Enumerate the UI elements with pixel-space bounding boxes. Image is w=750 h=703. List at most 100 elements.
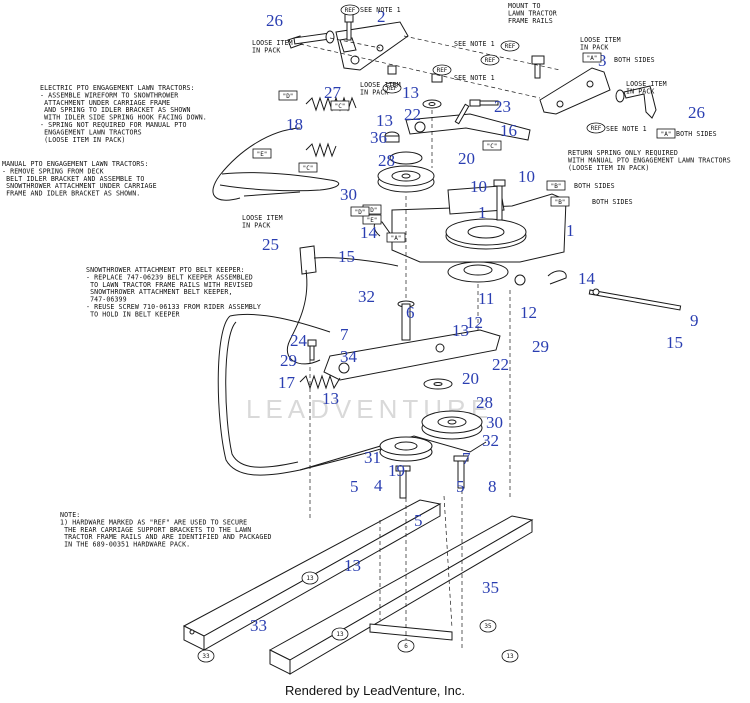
note-see-note-1a: SEE NOTE 1 <box>360 6 401 14</box>
tag-tk: "C" <box>482 140 502 151</box>
callout-10: 10 <box>518 167 535 186</box>
tag-ta: "A" <box>582 52 602 63</box>
callout-7: 7 <box>462 449 471 468</box>
note-electric-pto: ELECTRIC PTO ENGAGEMENT LAWN TRACTORS:- … <box>40 84 207 144</box>
note-both-sides-a2: BOTH SIDES <box>574 182 615 190</box>
callout-10: 10 <box>470 177 487 196</box>
idler-arm-16 <box>405 103 531 141</box>
note-manual-pto: MANUAL PTO ENGAGEMENT LAWN TRACTORS:- RE… <box>2 160 157 198</box>
note-both-sides-b: BOTH SIDES <box>614 56 655 64</box>
svg-text:"C": "C" <box>303 165 314 172</box>
callout-22: 22 <box>404 105 421 124</box>
callout-32: 32 <box>482 431 499 450</box>
svg-text:REF: REF <box>505 43 516 50</box>
tag-tp: 6 <box>397 639 415 653</box>
note-see-note-1b: SEE NOTE 1 <box>454 40 495 48</box>
callout-28: 28 <box>476 393 493 412</box>
cable-25 <box>286 245 399 365</box>
callout-13: 13 <box>344 556 361 575</box>
callout-35: 35 <box>482 578 499 597</box>
idler-bracket-34 <box>323 300 501 381</box>
svg-text:"C": "C" <box>487 143 498 150</box>
tag-tj: "E" <box>362 214 382 225</box>
pin-10 <box>493 179 506 221</box>
svg-text:13: 13 <box>306 575 314 582</box>
bracket-3 <box>531 55 611 115</box>
callout-5: 5 <box>456 477 465 496</box>
callout-3: 3 <box>598 51 607 70</box>
mount-bracket-1 <box>391 185 567 286</box>
callout-22: 22 <box>492 355 509 374</box>
tag-tl: "D" <box>350 206 370 217</box>
svg-text:REF: REF <box>437 67 448 74</box>
tag-t1: REF <box>340 4 360 16</box>
svg-text:REF: REF <box>485 57 496 64</box>
callout-26: 26 <box>688 103 705 122</box>
callout-1: 1 <box>478 203 487 222</box>
callout-14: 14 <box>360 223 378 242</box>
exploded-view: LEADVENTURE <box>182 13 682 675</box>
tag-ts: 33 <box>197 649 215 663</box>
callout-13: 13 <box>376 111 393 130</box>
tag-tf: "C" <box>330 100 350 111</box>
callout-12: 12 <box>520 303 537 322</box>
plate-35 <box>369 623 453 641</box>
bracket-2 <box>335 21 409 71</box>
svg-text:"A": "A" <box>587 55 598 62</box>
tag-ti: "C" <box>298 162 318 173</box>
svg-text:13: 13 <box>336 631 344 638</box>
pulley-31 <box>379 436 433 462</box>
callout-30: 30 <box>340 185 357 204</box>
tag-t2: REF <box>500 40 520 52</box>
tag-tg: "E" <box>252 148 272 159</box>
tag-t5: REF <box>586 122 606 134</box>
svg-text:"A": "A" <box>661 131 672 138</box>
callout-6: 6 <box>406 303 415 322</box>
pulley-30-lower <box>421 410 483 440</box>
callout-15: 15 <box>666 333 683 352</box>
tag-to: 13 <box>331 627 349 641</box>
callout-34: 34 <box>340 347 358 366</box>
svg-text:"D": "D" <box>355 209 366 216</box>
note-belt-keeper: SNOWTHROWER ATTACHMENT PTO BELT KEEPER:-… <box>86 266 261 318</box>
frame-rail-33 <box>182 499 442 651</box>
svg-text:REF: REF <box>591 125 602 132</box>
callout-13: 13 <box>452 321 469 340</box>
tag-tm: "A" <box>386 232 406 243</box>
note-see-note-1d: SEE NOTE 1 <box>606 125 647 133</box>
tag-tb: "B" <box>546 180 566 191</box>
bolt-23 <box>469 99 499 107</box>
pin-26-right <box>615 85 657 119</box>
callout-8: 8 <box>488 477 497 496</box>
callout-12: 12 <box>466 313 483 332</box>
callout-15: 15 <box>338 247 355 266</box>
footer-credit: Rendered by LeadVenture, Inc. <box>285 683 465 698</box>
spacer-36 <box>384 131 400 143</box>
washer-20 <box>423 378 453 390</box>
callout-2: 2 <box>377 7 386 26</box>
note-see-note-1c: SEE NOTE 1 <box>454 74 495 82</box>
callout-32: 32 <box>358 287 375 306</box>
spring-17 <box>299 374 341 390</box>
svg-text:"E": "E" <box>257 151 268 158</box>
tag-te: "D" <box>278 90 298 101</box>
callout-19: 19 <box>388 461 405 480</box>
tag-tc: "A" <box>656 128 676 139</box>
callout-31: 31 <box>364 448 381 467</box>
tag-t4: REF <box>432 64 452 76</box>
tag-td: "B" <box>550 196 570 207</box>
callout-11: 11 <box>478 289 494 308</box>
svg-text:35: 35 <box>484 623 492 630</box>
callout-24: 24 <box>290 331 308 350</box>
clip-14-left <box>373 221 393 237</box>
callout-13: 13 <box>322 389 339 408</box>
callout-25: 25 <box>262 235 279 254</box>
